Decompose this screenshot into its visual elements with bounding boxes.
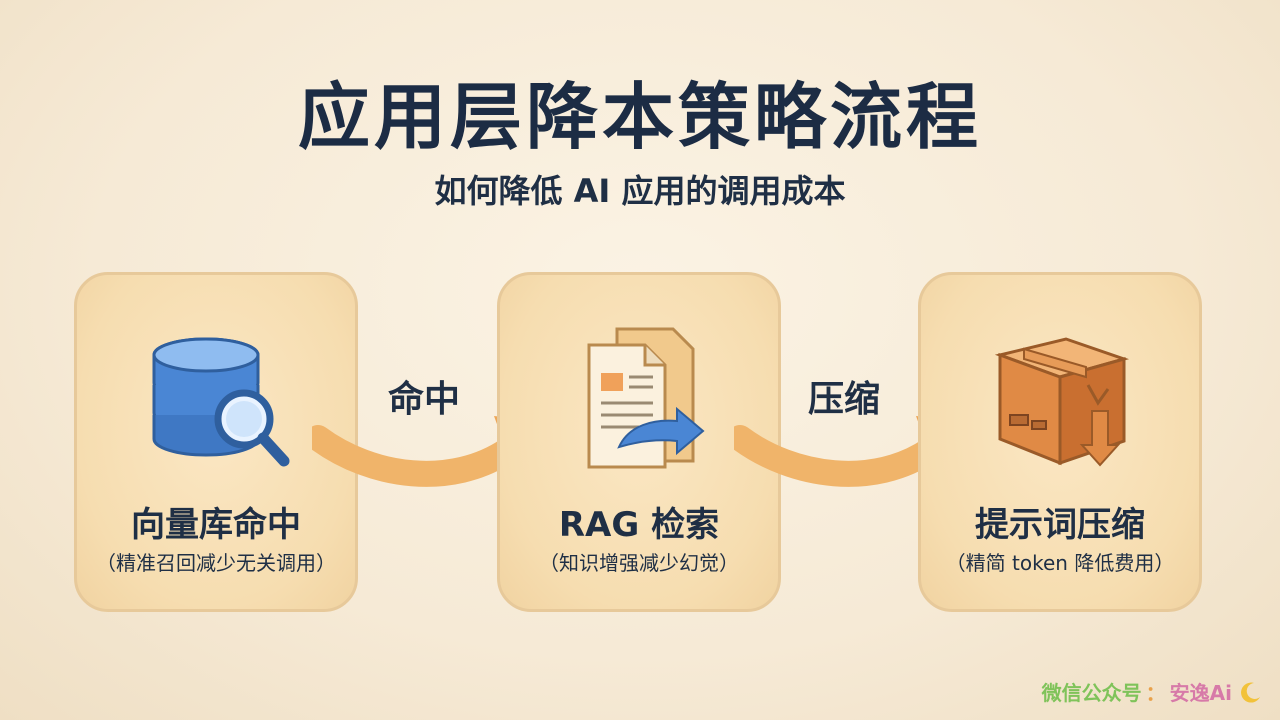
watermark-separator: ： [1145, 681, 1166, 705]
package-box-icon [994, 337, 1130, 467]
watermark-brand: 安逸Ai [1169, 681, 1232, 705]
arrow-label-compress: 压缩 [808, 379, 881, 420]
step-note: （知识增强减少幻觉） [539, 551, 739, 575]
step-label: 提示词压缩 [975, 505, 1145, 545]
arrow-label-hit: 命中 [388, 379, 461, 420]
database-search-icon [152, 337, 290, 467]
moon-icon [1241, 682, 1260, 703]
watermark: 微信公众号 ： 安逸Ai [1042, 677, 1262, 706]
step-label: RAG 检索 [558, 505, 720, 545]
page-subtitle: 如何降低 AI 应用的调用成本 [434, 172, 846, 210]
step-card-vector-db: 向量库命中 （精准召回减少无关调用） [74, 272, 358, 612]
watermark-prefix: 微信公众号 [1041, 681, 1142, 705]
step-note: （精准召回减少无关调用） [96, 551, 336, 575]
step-label: 向量库命中 [131, 505, 301, 545]
page-title: 应用层降本策略流程 [297, 75, 982, 159]
step-card-prompt-compress: 提示词压缩 （精简 token 降低费用） [918, 272, 1202, 612]
document-arrow-icon [587, 327, 705, 469]
step-note: （精简 token 降低费用） [945, 551, 1175, 575]
